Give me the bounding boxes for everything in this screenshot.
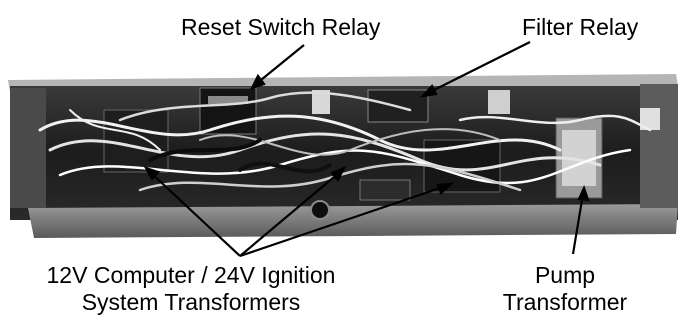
right-connector [640,108,660,130]
grommet [310,200,330,220]
label-pump-line1: Pump [534,262,596,288]
left-transformer-body [103,109,169,173]
reset-switch-relay-body [199,87,257,135]
arrowhead-transformer-left [143,166,160,181]
arrowhead-transformer-right [436,182,455,195]
enclosure-right-wall [640,84,678,208]
label-filter-relay: Filter Relay [522,14,639,40]
label-pump-transformer: Pump Transformer [480,262,650,316]
arrow-transformer-middle [239,171,341,257]
arrow-reset-switch-relay [255,44,305,85]
arrow-filter-relay [427,41,531,94]
wire-harness [38,91,652,192]
callout-arrows [143,41,590,258]
arrow-pump-transformer [571,193,585,255]
arrowhead-transformer-middle [330,165,347,182]
arrowhead-filter-relay [420,84,438,98]
enclosure-left-wall [10,88,46,208]
lower-terminal-block [359,179,411,201]
arrowhead-pump-transformer [577,184,590,202]
label-transformers-line1: 12V Computer / 24V Ignition [46,262,336,288]
label-pump-line2: Transformer [502,289,628,315]
small-relay-right [488,90,510,114]
white-connector-block [312,90,330,114]
enclosure-bottom-lip [28,204,678,238]
label-transformers: 12V Computer / 24V Ignition System Trans… [12,262,370,316]
arrow-transformer-right [239,184,447,258]
label-transformers-line2: System Transformers [81,289,301,315]
relay-terminal-strip [208,96,248,104]
arrow-transformer-left [149,171,241,257]
arrowhead-reset-switch-relay [249,73,266,90]
label-reset-switch-relay: Reset Switch Relay [181,14,381,40]
